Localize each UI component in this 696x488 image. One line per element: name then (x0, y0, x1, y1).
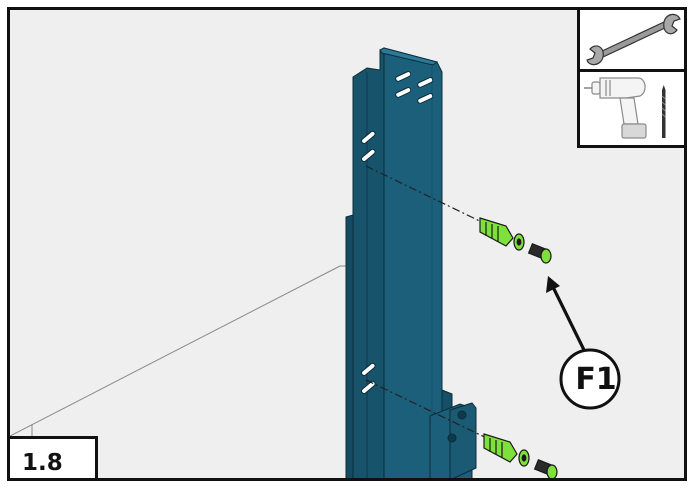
drill-bit-icon (661, 85, 666, 138)
step-number-badge: 1.8 (10, 436, 98, 478)
alignment-lines (365, 165, 496, 443)
callout-label: F1 (575, 361, 617, 397)
assembly-scene (10, 47, 621, 478)
tool-panel-drill (577, 69, 684, 148)
callout-circle (559, 348, 621, 410)
wall-anchor (479, 217, 514, 247)
fastener-set-lower (483, 433, 558, 478)
post-slots (361, 71, 434, 394)
callout-arrow (546, 276, 586, 351)
wall-anchor (483, 433, 518, 463)
tool-panel-wrench (577, 10, 684, 72)
step-number: 1.8 (22, 450, 63, 476)
drill-icon (584, 77, 647, 139)
background-panel (10, 265, 346, 440)
fastener-set-upper (479, 217, 552, 264)
assembly-illustration: F1 (7, 7, 687, 481)
wrench-icon (586, 13, 681, 66)
steel-post (345, 47, 477, 478)
